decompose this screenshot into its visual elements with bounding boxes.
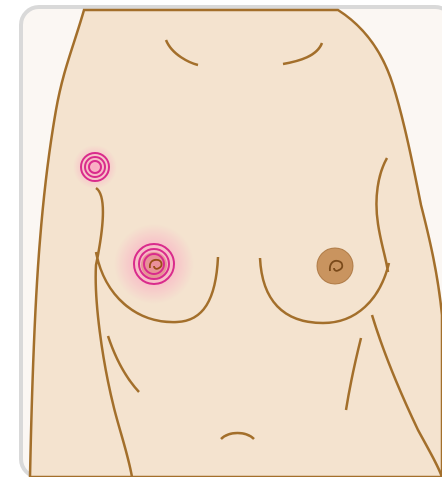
torso-body xyxy=(30,10,442,477)
nipple-icon xyxy=(317,248,353,284)
concentric-circle-marker-icon xyxy=(73,145,117,189)
concentric-circle-marker-icon xyxy=(114,224,194,304)
